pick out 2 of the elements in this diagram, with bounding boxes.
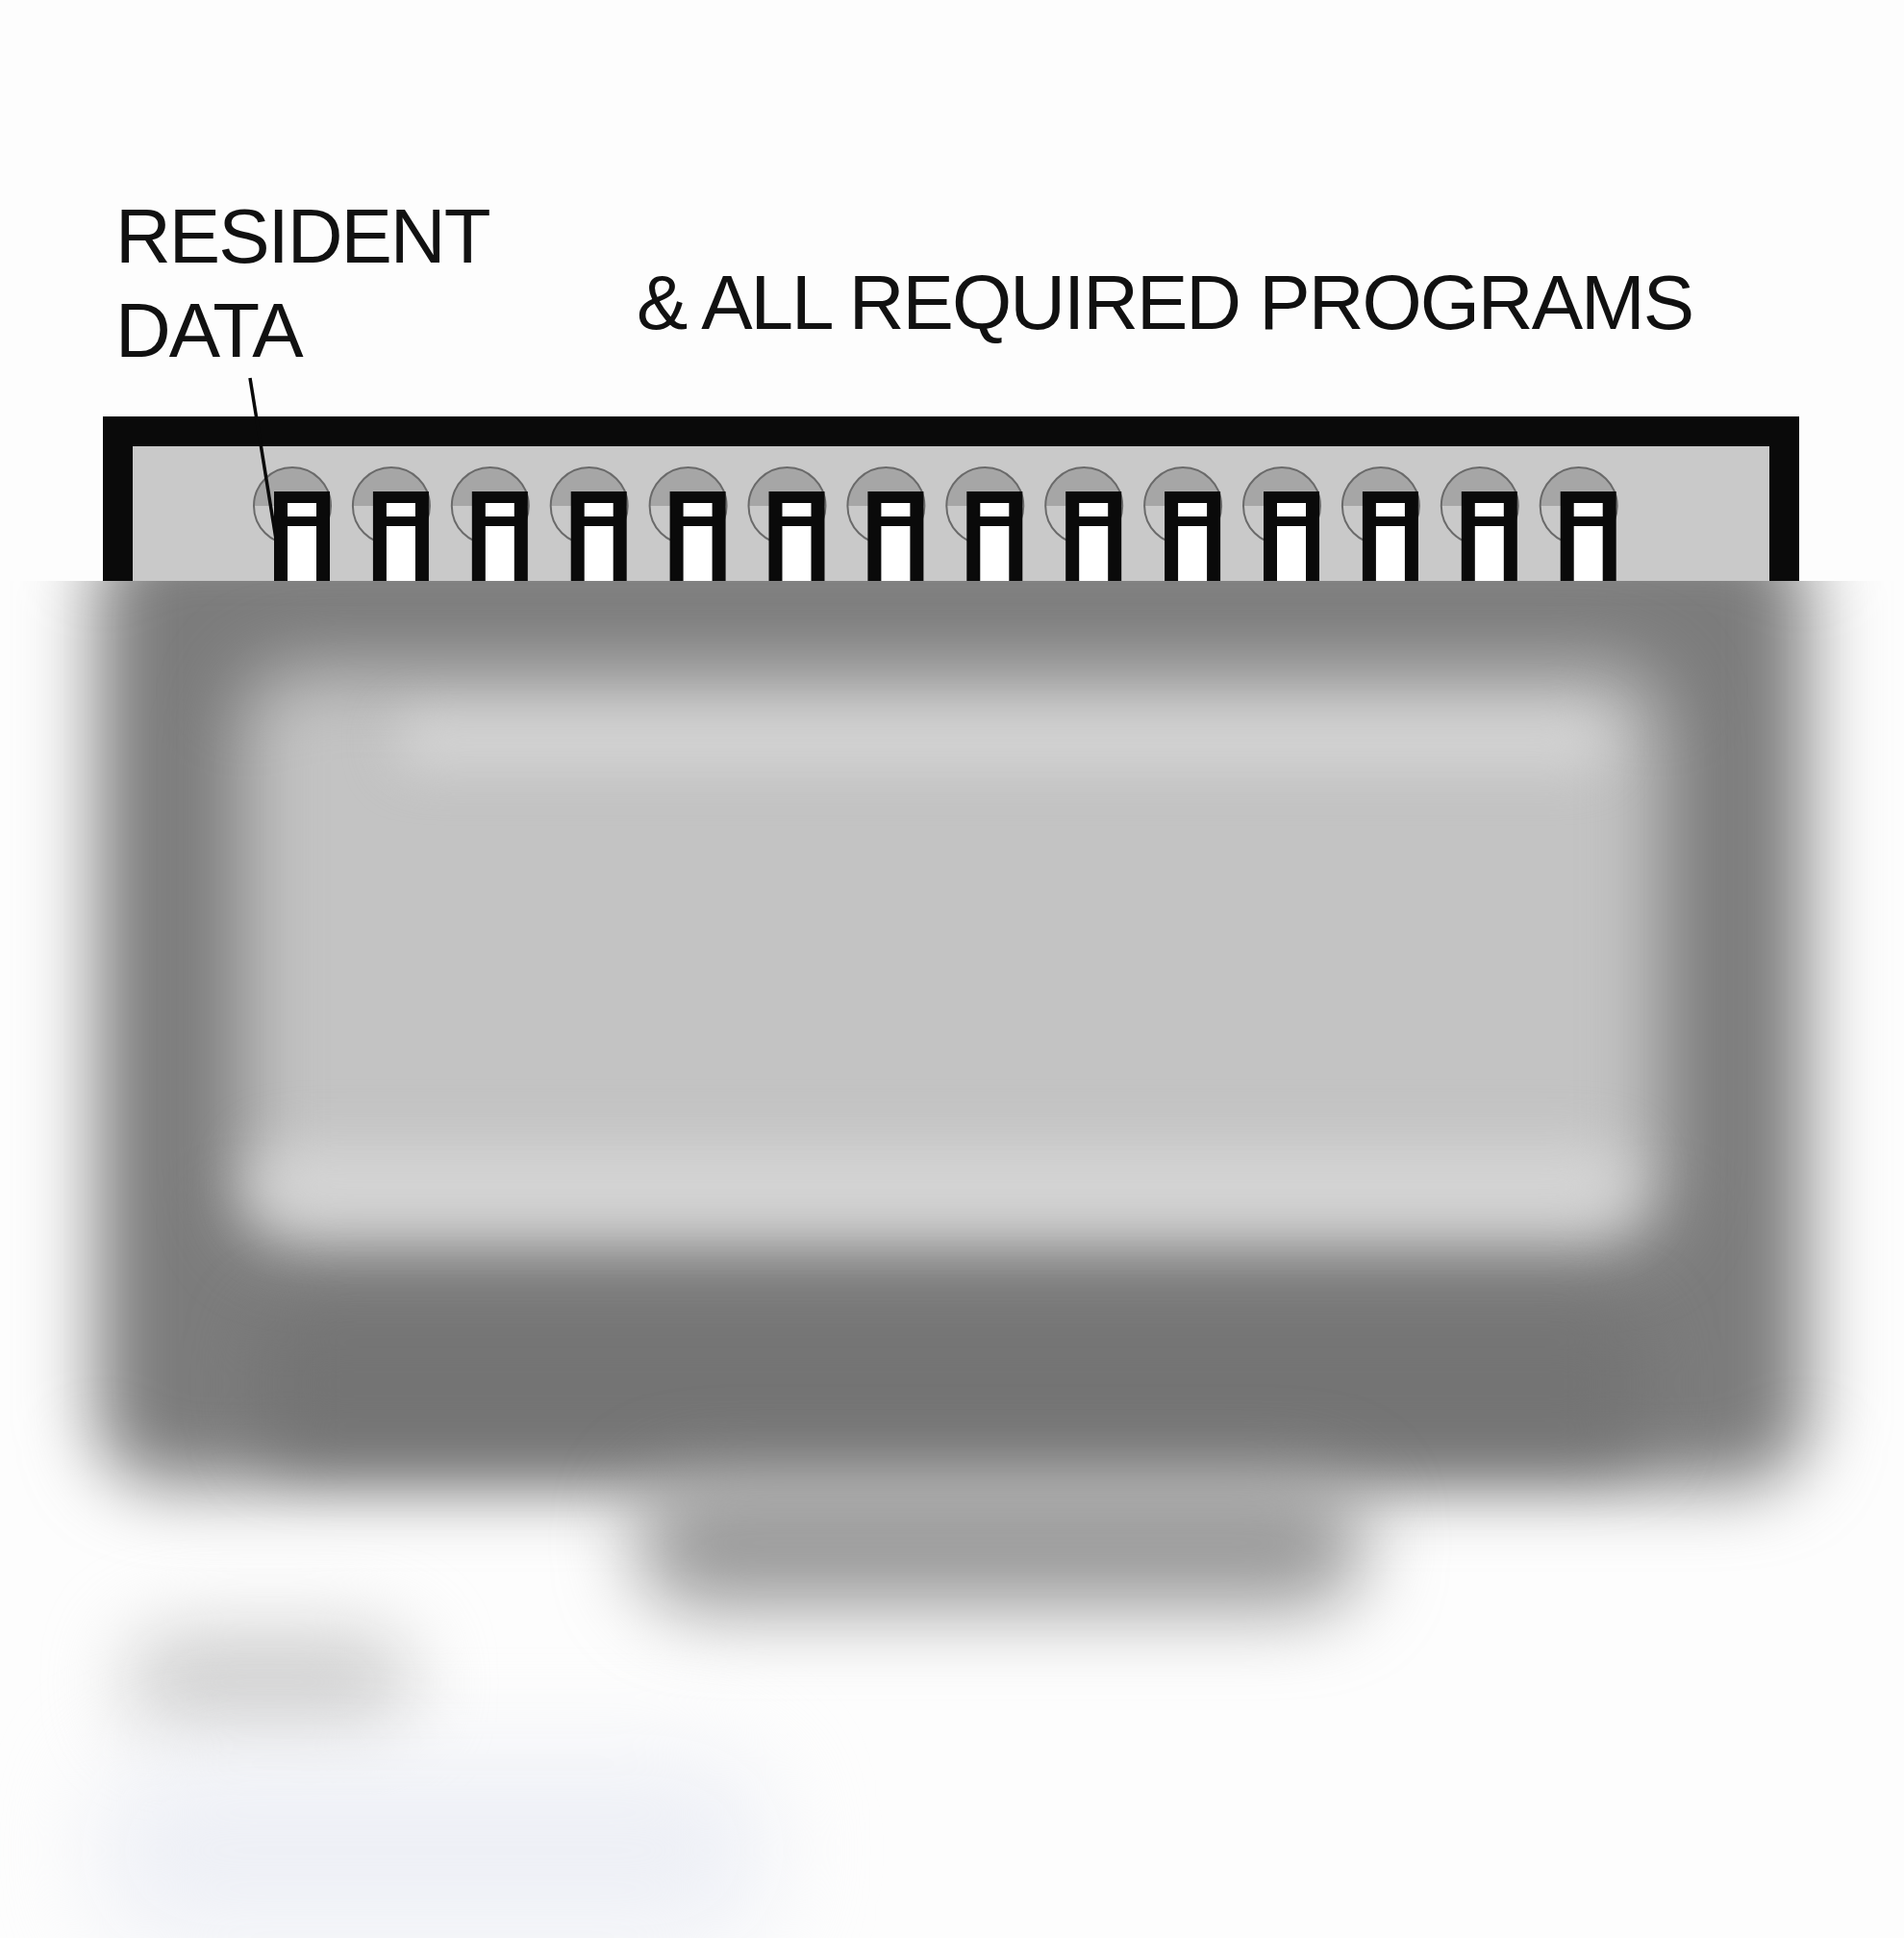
callout-label: RESIDENT DATA (115, 189, 529, 378)
callout-label: & ALL REQUIRED PROGRAMS (637, 259, 1692, 347)
